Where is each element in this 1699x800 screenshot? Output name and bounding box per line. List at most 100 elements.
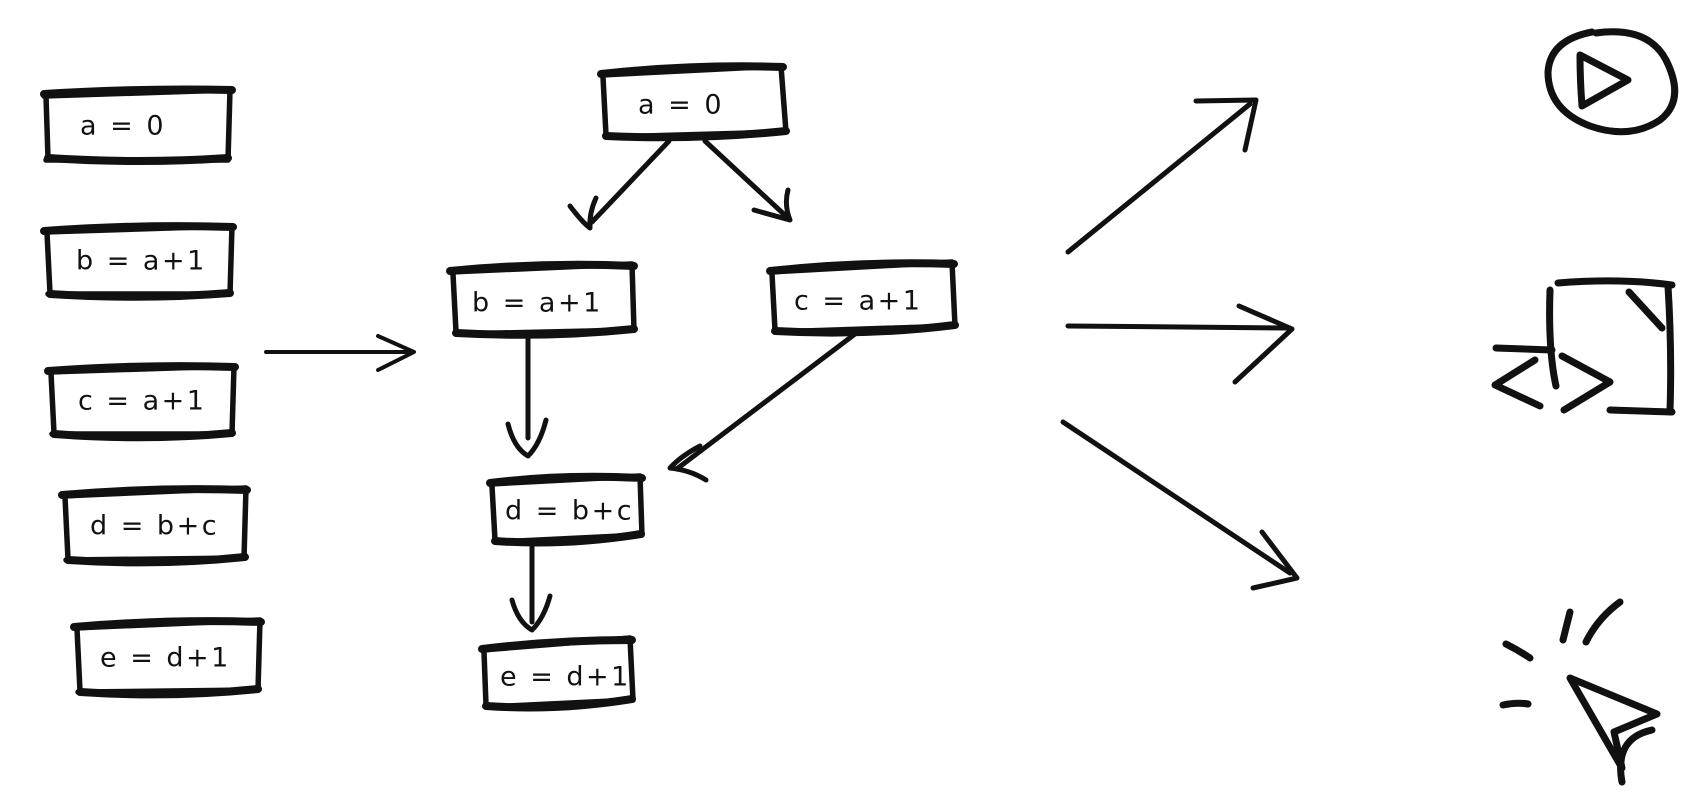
code-icon-top-edge xyxy=(1554,277,1676,289)
edge-arrowhead xyxy=(667,443,709,483)
statement-text: b = a+1 xyxy=(76,246,207,277)
list-item[interactable]: c = a+1 xyxy=(44,362,239,442)
statement-text: d = b+c xyxy=(90,511,219,542)
statement-box-left xyxy=(43,93,51,161)
graph-edge-c-d xyxy=(667,331,858,483)
code-icon-left-bracket xyxy=(1491,356,1544,410)
cursor-arrow xyxy=(1566,674,1661,772)
edge-shaft xyxy=(702,138,791,221)
list-item[interactable]: e = d+1 xyxy=(70,617,265,699)
statement-text: c = a+1 xyxy=(78,386,206,417)
node-box-bottom xyxy=(771,321,959,337)
node-box-bottom xyxy=(491,530,645,547)
output-arrow-run xyxy=(1065,97,1259,255)
code-icon-fold xyxy=(1625,288,1666,332)
statement-box-left xyxy=(62,494,71,562)
graph-edge-b-d xyxy=(505,333,549,459)
play-circle-outline xyxy=(1544,28,1679,136)
node-box-left xyxy=(481,649,489,708)
statement-box-top xyxy=(44,362,239,375)
graph-node[interactable]: a = 0 xyxy=(597,62,790,142)
node-box-top xyxy=(478,636,636,653)
statement-text: a = 0 xyxy=(80,111,166,142)
list-item[interactable]: b = a+1 xyxy=(40,222,237,301)
dependency-graph: a = 0 b = a+1 c = a+1 xyxy=(446,62,959,712)
node-box-bottom xyxy=(602,127,790,142)
statement-box-left xyxy=(44,230,53,296)
node-box-bottom xyxy=(452,325,638,339)
graph-node[interactable]: e = d+1 xyxy=(478,635,636,712)
output-arrows xyxy=(1060,97,1300,591)
node-text: b = a+1 xyxy=(472,288,603,319)
statement-box-bottom xyxy=(50,429,236,442)
edge-shaft xyxy=(589,138,672,225)
cursor-click-icon xyxy=(1499,598,1661,786)
code-icon-right-bracket xyxy=(1558,352,1614,414)
code-icon-bottom-edge xyxy=(1606,406,1676,416)
node-text: e = d+1 xyxy=(500,662,631,693)
cursor-tail xyxy=(1617,726,1656,786)
list-item[interactable]: d = b+c xyxy=(58,485,251,567)
code-icon-left-edge xyxy=(1546,286,1560,390)
cursor-spark-left xyxy=(1499,699,1532,709)
statement-list: a = 0 b = a+1 c = a+1 d = b+c xyxy=(40,85,265,699)
node-box-top xyxy=(446,260,638,275)
target-click[interactable] xyxy=(1499,598,1661,786)
node-box-top xyxy=(766,259,958,275)
graph-node[interactable]: d = b+c xyxy=(486,472,646,547)
edge-arrowhead xyxy=(509,593,553,633)
cursor-spark-top xyxy=(1559,608,1574,644)
graph-edge-d-e xyxy=(509,539,553,633)
code-icon-right-edge xyxy=(1664,282,1675,416)
output-arrow-head xyxy=(1232,303,1295,385)
graph-node[interactable]: b = a+1 xyxy=(446,260,638,339)
transform-arrow xyxy=(264,334,416,372)
statement-box-top xyxy=(40,222,237,235)
list-item[interactable]: a = 0 xyxy=(40,85,236,165)
statement-box-top xyxy=(70,617,265,631)
edge-arrowhead xyxy=(505,417,549,459)
target-code[interactable] xyxy=(1491,277,1676,416)
graph-node[interactable]: c = a+1 xyxy=(766,259,959,337)
node-box-left xyxy=(769,271,778,333)
output-targets xyxy=(1491,28,1679,786)
edge-arrowhead xyxy=(567,195,599,231)
output-arrow-shaft xyxy=(1065,323,1293,331)
node-text: d = b+c xyxy=(505,496,634,527)
statement-box-top xyxy=(40,85,236,98)
node-text: c = a+1 xyxy=(794,286,922,317)
edge-shaft xyxy=(675,331,858,471)
node-text: a = 0 xyxy=(638,90,724,121)
node-box-top xyxy=(597,62,787,78)
output-arrow-head xyxy=(1250,529,1300,591)
node-box-left xyxy=(600,74,609,138)
node-box-top xyxy=(486,472,646,487)
graph-edge-a-c xyxy=(702,138,793,223)
statement-box-left xyxy=(48,370,57,436)
code-brackets-icon xyxy=(1491,277,1676,416)
statement-box-bottom xyxy=(76,685,262,699)
node-box-left xyxy=(489,483,498,543)
statement-box-bottom xyxy=(44,154,232,165)
output-arrow-click xyxy=(1060,419,1300,591)
cursor-spark-upleft xyxy=(1502,640,1534,662)
play-circle-icon xyxy=(1544,28,1679,136)
target-run[interactable] xyxy=(1544,28,1679,136)
graph-edge-a-b xyxy=(567,138,672,231)
cursor-spark-topright xyxy=(1582,598,1624,646)
output-arrow-shaft xyxy=(1065,101,1253,255)
node-box-bottom xyxy=(482,695,636,712)
statement-box-top xyxy=(58,485,251,499)
node-box-left xyxy=(450,271,459,335)
statement-box-left xyxy=(74,626,83,694)
output-arrow-shaft xyxy=(1060,419,1293,576)
output-arrow-head xyxy=(1193,97,1259,153)
statement-box-bottom xyxy=(46,289,234,301)
edge-arrowhead xyxy=(751,187,793,223)
output-arrow-code xyxy=(1065,303,1295,385)
statement-text: e = d+1 xyxy=(100,643,231,674)
transform-arrow-head xyxy=(376,334,416,372)
statement-box-bottom xyxy=(64,553,249,567)
play-triangle xyxy=(1576,51,1632,110)
